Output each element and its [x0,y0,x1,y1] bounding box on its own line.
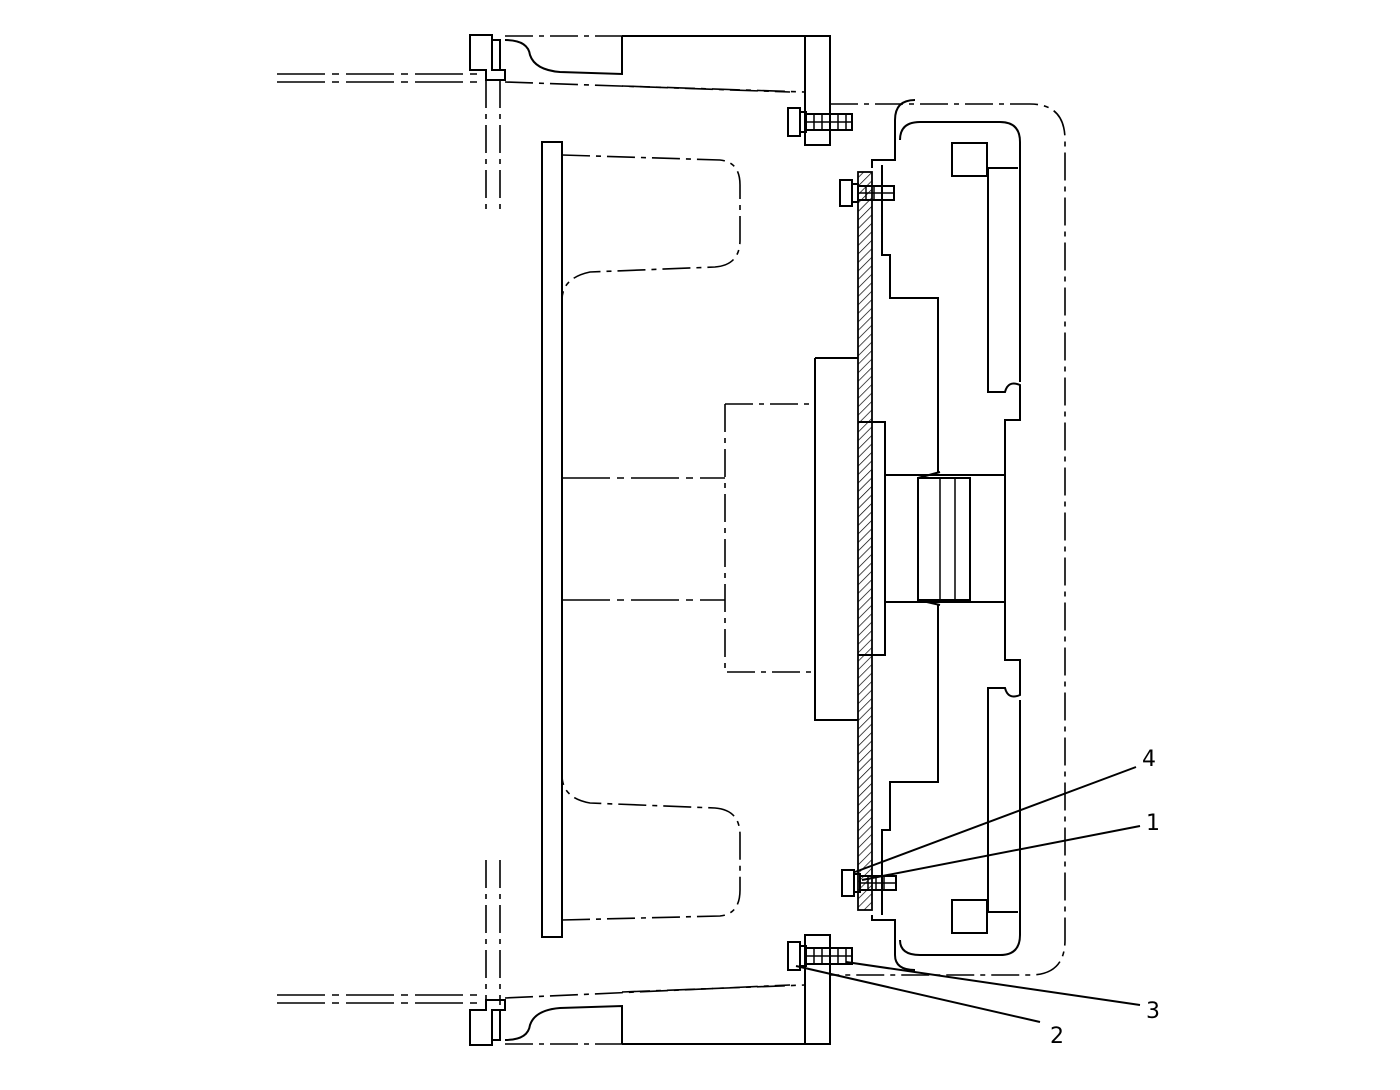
leader-1 [861,825,1141,881]
callout-1: 1 [1146,811,1160,836]
bolt-bottom-outer [787,941,853,971]
adapter-plate [857,171,886,911]
left-duct-phantom [277,73,501,1005]
top-mounting-flange [469,34,831,146]
fan-blades-phantom [541,141,858,938]
callout-4: 4 [1142,747,1156,772]
leader-lines [795,766,1141,1023]
bolt-top-outer [787,107,853,137]
leader-2 [795,965,1041,1023]
bolt-top-inner [839,179,895,207]
callout-3: 3 [1146,999,1160,1024]
fan-drive-body [871,99,1021,971]
leader-3 [845,961,1141,1006]
bottom-mounting-flange [469,934,831,1046]
callout-2: 2 [1050,1024,1064,1049]
leader-4 [854,766,1137,873]
